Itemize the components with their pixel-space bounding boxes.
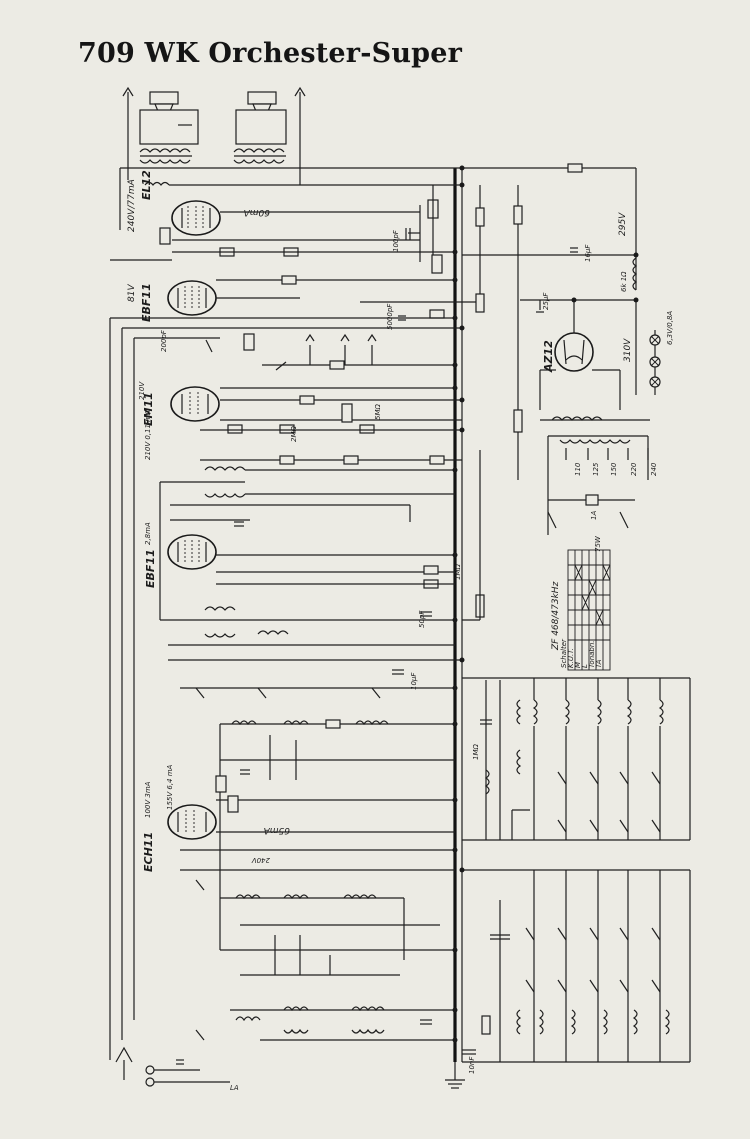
label-lamp: 6,3V/0,8A [666,311,674,345]
resistor-12k [513,205,523,225]
resistor-20k-b [513,409,523,433]
speaker-left [122,86,199,180]
resistor-4k [475,207,485,227]
band-switch-upper [462,677,691,841]
label-mains-125: 125 [592,462,600,476]
switch-row-ta: TA [595,659,603,668]
label-em11-i: 210V 0,11 mA [144,410,152,460]
label-power: 75W [594,535,602,552]
resistor-05m [243,333,255,351]
label-el12: EL12 [140,170,153,200]
label-c-16uf: 16µF [584,244,592,262]
label-1a: LA [230,1084,239,1092]
label-fuse: 1A [590,511,598,520]
ground-symbol [445,1062,465,1089]
label-ech11-a: 65mA [264,825,290,835]
label-el12-bias: 240V/77mA [127,179,137,232]
resistor-07m-c [481,1015,491,1035]
label-c-100: 100pF [392,229,400,252]
resistor-01m [281,275,297,285]
junction-dots [452,165,639,1043]
if-transformer-2 [204,606,289,638]
label-ech11-osc: 100V 3mA [144,781,152,818]
label-az12: AZ12 [542,340,555,373]
resistor-2m [341,403,353,423]
potentiometer-volume [431,254,443,274]
mains-transformer [547,435,649,535]
label-choke: 6k 1Ω [620,271,628,292]
resistor-5m [359,424,375,434]
label-c-200: 200pF [160,329,168,352]
label-ebf11-top: EBF11 [140,283,153,322]
resistor-ech-1 [227,795,239,813]
label-81v: 81V [127,284,137,302]
tube-ebf11 [167,534,217,570]
tube-ebf11-top [167,280,217,316]
label-c-25uf: 25µF [542,292,550,310]
resistor-ech-2 [215,775,227,793]
band-switch-lower [462,869,691,1063]
resistor-20k [429,309,445,319]
switch-row-tonabn: Tonabn. [588,640,596,668]
label-310v: 310V [623,338,633,362]
label-r-2: 2MΩ [290,426,298,442]
label-ebf11-i: 2,8mA [144,522,152,545]
switch-row-kut: K.U.T. [567,648,575,668]
label-r-1m-band: 1MΩ [472,744,480,760]
resistor-12m [159,227,171,245]
label-em11-v: 210V [138,381,146,400]
label-c-5000: 5000pF [386,303,394,330]
switch-row-l: L [581,664,589,668]
switch-row-schalter: Schalter [560,638,568,668]
resistor-01m-c [343,455,359,465]
resistor-2m-b [227,424,243,434]
resistor-07m-b [429,455,445,465]
resistor-2m-c [279,424,295,434]
antenna-input [115,1046,230,1087]
resistor-1m-ta [329,360,345,370]
pilot-lamps [649,330,661,395]
speaker-right [233,86,306,185]
label-240v: 240V [251,856,270,864]
resistor-01m-b [279,455,295,465]
if-transformer-1 [204,466,246,498]
label-if-freq: ZF 468/473kHz [551,581,561,651]
fuse [585,494,599,506]
label-mains-110: 110 [574,462,582,476]
tube-el12 [171,200,221,236]
label-mains-150: 150 [610,462,618,476]
label-c-10uf: 10µF [410,672,418,690]
resistor-25k [475,293,485,313]
label-295v: 295V [618,212,628,236]
label-mains-240: 240 [650,462,658,476]
label-ech11-i: 155V 6,4 mA [166,764,174,810]
page-title: 709 WK Orchester-Super [78,38,463,69]
switch-table [567,549,611,671]
tube-az12 [554,332,594,372]
resistor-20k-c [325,719,341,729]
label-c-10nf: 10nF [468,1056,476,1074]
label-c-50: 50pF [418,610,426,628]
label-r-1: 1MΩ [454,564,462,580]
label-r-5: 5MΩ [374,404,382,420]
tube-em11 [170,386,220,422]
resistor-top [567,163,583,173]
resistor-em11 [299,395,315,405]
tube-ech11 [167,804,217,840]
label-em11: EM11 [142,392,155,426]
switch-row-m: M [574,662,582,668]
antenna-coil-group [235,1006,385,1034]
label-ebf11: EBF11 [144,549,157,588]
label-ech11: ECH11 [142,832,155,872]
resistor-1m [423,565,439,575]
label-mains-220: 220 [630,462,638,476]
